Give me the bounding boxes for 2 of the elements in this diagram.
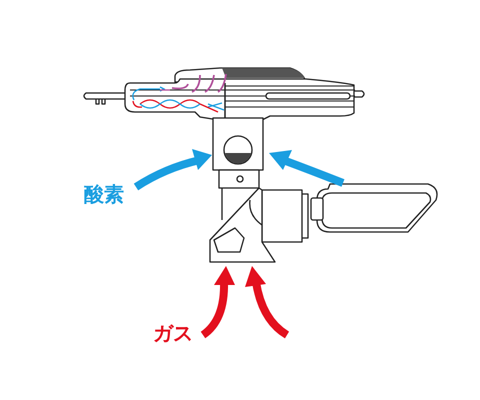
flow-label: ガス — [153, 322, 193, 344]
flow-label: 酸素 — [84, 183, 124, 205]
